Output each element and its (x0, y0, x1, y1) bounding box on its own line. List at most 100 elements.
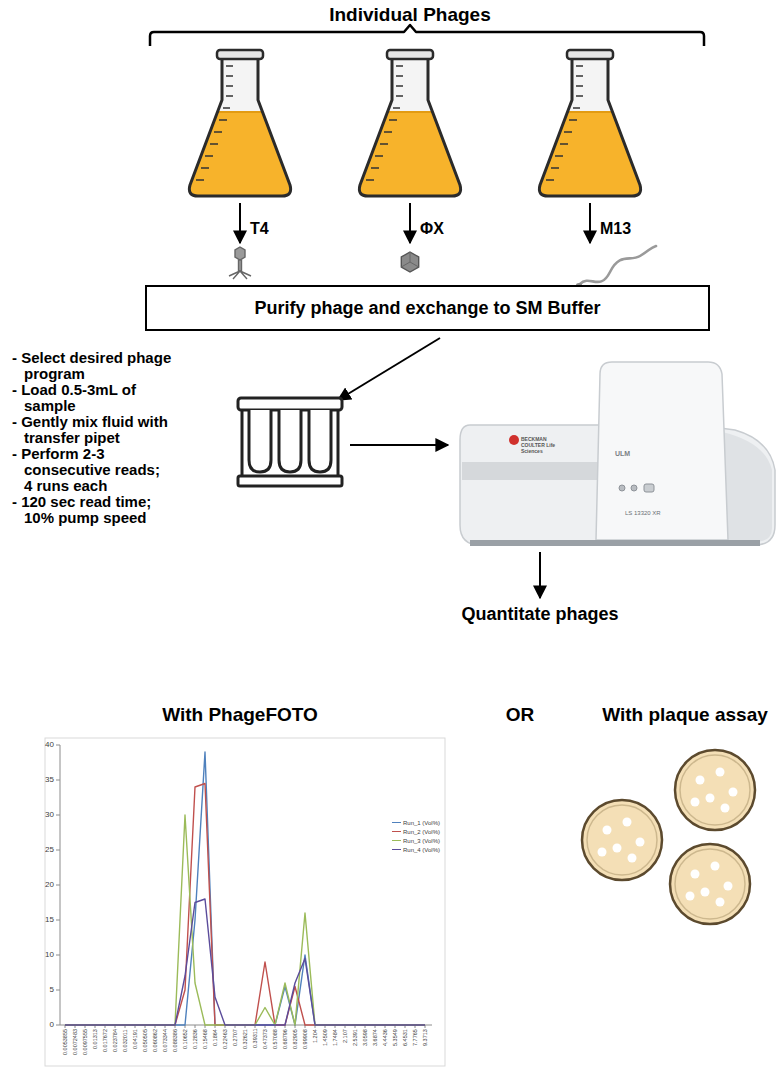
axis-tick-label: 1.204 (312, 1029, 319, 1065)
t4-phage-icon (235, 247, 245, 260)
flow-arrows (338, 338, 440, 400)
axis-tick-label: 40 (28, 740, 54, 750)
axis-tick-label: 0.82905 (292, 1029, 299, 1065)
legend-row: Run_4 (Vol%) (392, 845, 444, 854)
petri-dish (636, 838, 645, 847)
petri-dish (587, 805, 657, 875)
petri-dish (628, 854, 637, 863)
flask-icons (359, 50, 460, 196)
petri-dish (675, 750, 755, 830)
axis-tick-label: 5 (28, 985, 54, 995)
axis-tick-label: 10 (28, 950, 54, 960)
axis-tick-label: 0.0072483 (72, 1029, 79, 1065)
process-box: Purify phage and exchange to SM Buffer (145, 285, 710, 331)
petri-dish (613, 844, 622, 853)
axis-tick-label: 20 (28, 880, 54, 890)
tube-rack-icon (249, 410, 271, 472)
petri-dish (675, 849, 745, 919)
node-text: ULM (615, 450, 630, 457)
instruction-item: - Load 0.5-3mL of sample (12, 382, 172, 414)
axis-tick-label: 0.2707 (232, 1029, 239, 1065)
axis-tick-label: 6.4531 (402, 1029, 409, 1065)
axis-tick-label: 3.0598 (362, 1029, 369, 1065)
axis-tick-label: 0.017672 (102, 1029, 109, 1065)
node-text: BECKMAN COULTER Life Sciences (521, 436, 565, 454)
phage-name: M13 (600, 220, 631, 238)
data-series (65, 752, 425, 1025)
petri-dish (670, 844, 750, 924)
instruction-item: - Select desired phage program (12, 350, 172, 382)
tube-rack-icon (309, 410, 331, 472)
flow-arrows (350, 444, 448, 446)
petri-dish (686, 862, 733, 907)
legend-text: Run_3 (Vol%) (403, 837, 440, 845)
instruction-list: - Select desired phage program- Load 0.5… (12, 350, 172, 526)
axis-tick-label: 15 (28, 915, 54, 925)
petri-dish (706, 794, 715, 803)
legend-text: Run_4 (Vol%) (403, 846, 440, 854)
instrument-illustration (644, 484, 654, 492)
tube-rack-icon (238, 476, 342, 486)
petri-dish (598, 848, 607, 857)
down-arrows (240, 203, 590, 243)
down-arrows (239, 203, 241, 243)
axis-tick-label: 0.060862 (152, 1029, 159, 1065)
chart-frame (60, 745, 432, 1025)
axis-tick-label: 0.10652 (182, 1029, 189, 1065)
bracket (150, 25, 704, 46)
axis-tick-label: 2.107 (342, 1029, 349, 1065)
legend-swatch (392, 822, 401, 823)
instrument-illustration (619, 485, 625, 491)
axis-tick-label: 0.0053855 (62, 1029, 69, 1065)
chart-series (65, 752, 425, 1028)
petri-dish (724, 882, 733, 891)
flask-icons (189, 50, 290, 196)
tube-rack-icon (238, 398, 342, 410)
axis-tick-label: 0.12836 (192, 1029, 199, 1065)
t4-phage-icon (229, 247, 251, 279)
petri-dish (691, 798, 700, 807)
tube-rack-icon (242, 410, 338, 478)
axis-tick-label: 35 (28, 775, 54, 785)
down-arrows (589, 203, 591, 243)
axis-tick-label: 0.15468 (202, 1029, 209, 1065)
method-heading: OR (490, 704, 550, 726)
petri-dish (711, 862, 720, 871)
t4-phage-icon (229, 271, 251, 279)
axis-tick-label: 0.1864 (212, 1029, 219, 1065)
axis-tick-label: 25 (28, 845, 54, 855)
petri-dish (691, 870, 700, 879)
instruction-item: - Gently mix fluid with transfer pipet (12, 414, 172, 446)
step-label: Quantitate phages (440, 604, 640, 625)
petri-dish (729, 788, 738, 797)
legend-swatch (392, 849, 401, 850)
data-series (65, 784, 425, 1026)
phix-phage-icon (401, 252, 418, 272)
instrument-illustration (460, 362, 775, 546)
axis-tick-label: 0.023784 (112, 1029, 119, 1065)
petri-dish (716, 768, 725, 777)
legend-row: Run_3 (Vol%) (392, 836, 444, 845)
petri-dish (721, 804, 730, 813)
axis-tick-label: 0.47373 (262, 1029, 269, 1065)
petri-dish (696, 776, 705, 785)
legend-text: Run_2 (Vol%) (403, 828, 440, 836)
instrument-illustration (631, 485, 637, 491)
flask-icons (189, 50, 640, 196)
m13-phage-icon (580, 246, 656, 284)
petri-dish (603, 826, 612, 835)
chart-legend: Run_1 (Vol%)Run_2 (Vol%)Run_3 (Vol%)Run_… (392, 818, 444, 854)
node-text: LS 13320 XR (625, 510, 661, 516)
instrument-illustration (470, 540, 760, 546)
method-heading: With PhageFOTO (110, 704, 370, 726)
instrument-illustration (509, 435, 519, 445)
axis-tick-label: 0.032011 (122, 1029, 129, 1065)
legend-row: Run_2 (Vol%) (392, 827, 444, 836)
petri-dish (623, 818, 632, 827)
node-text: Purify phage and exchange to SM Buffer (147, 287, 708, 329)
chart-frame (56, 745, 60, 1025)
instruction-item: - Perform 2-3 consecutive reads; 4 runs … (12, 446, 172, 494)
instrument-illustration (722, 432, 772, 542)
instrument: BECKMAN COULTER Life SciencesULM LS 13320… (455, 362, 777, 548)
